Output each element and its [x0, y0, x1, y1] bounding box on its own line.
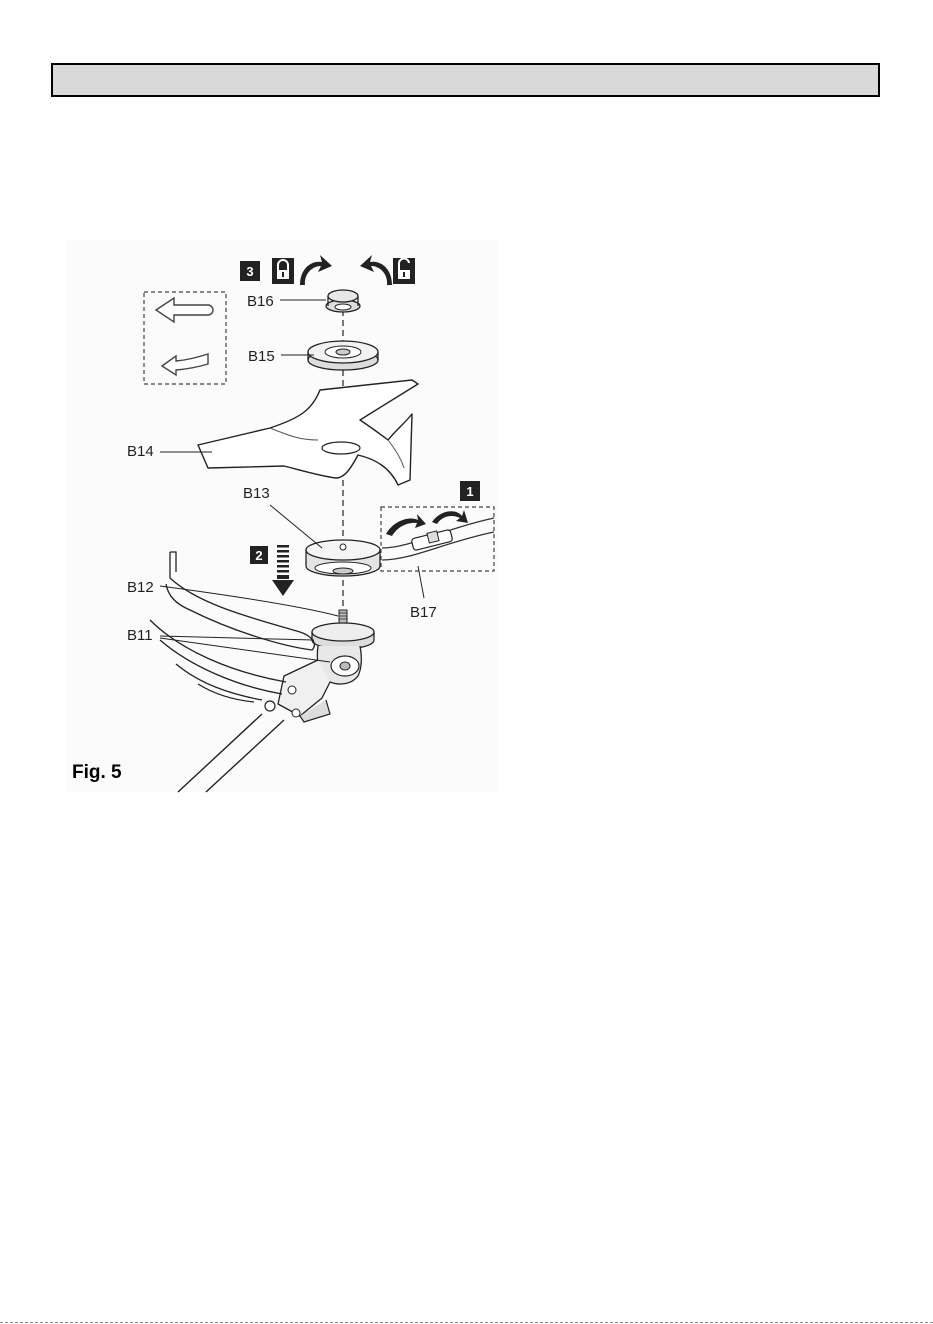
page-bottom-rule	[0, 1322, 933, 1323]
label-b14: B14	[127, 443, 154, 460]
figure-background	[66, 240, 498, 792]
label-b12: B12	[127, 579, 154, 596]
label-b11: B11	[127, 627, 153, 644]
step-2-number: 2	[255, 548, 262, 563]
lock-closed-icon	[272, 258, 294, 284]
figure-caption: Fig. 5	[72, 762, 122, 783]
part-b12-spindle	[339, 610, 347, 624]
part-b15-flange	[308, 341, 378, 370]
step-1-number: 1	[466, 484, 473, 499]
label-b17: B17	[410, 604, 437, 621]
label-b15: B15	[248, 348, 275, 365]
step-3-number: 3	[246, 264, 253, 279]
lock-open-icon	[393, 258, 415, 284]
part-b13-cup	[306, 540, 380, 576]
label-b16: B16	[247, 293, 274, 310]
label-b13: B13	[243, 485, 270, 502]
